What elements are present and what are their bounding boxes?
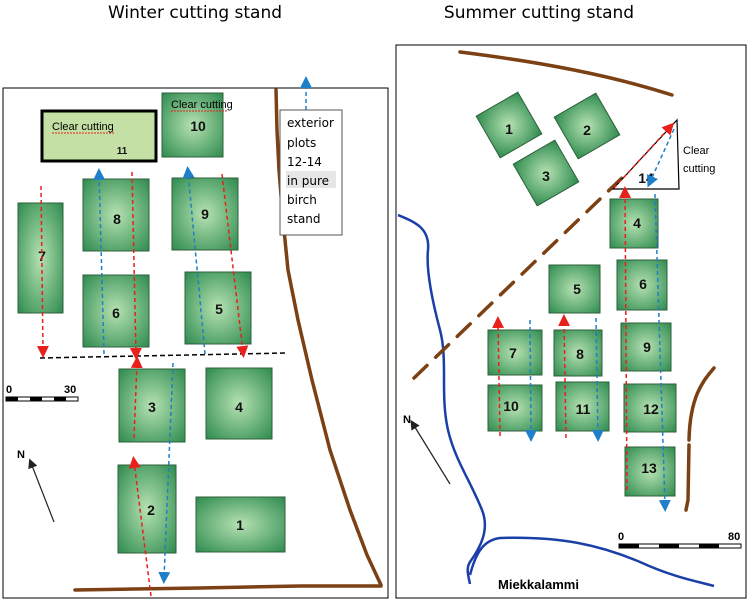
winter-strip-road-line	[39, 352, 287, 359]
winter-red-arrow	[130, 356, 143, 439]
winter-blue-arrow	[93, 168, 106, 355]
summer-plot-number: 6	[639, 276, 647, 292]
summer-road-east-2	[687, 366, 716, 442]
winter-scale-end: 30	[64, 384, 76, 396]
summer-plot-2	[553, 92, 621, 160]
winter-plot-number: 11	[117, 146, 128, 157]
winter-plot-7	[17, 202, 64, 314]
summer-blue-arrow	[591, 317, 604, 442]
winter-plot-5	[184, 271, 252, 345]
winter-exterior-line: exterior	[287, 116, 334, 130]
summer-north-arrow	[410, 419, 451, 485]
summer-plot-number: 2	[583, 122, 591, 138]
winter-north-label: N	[17, 449, 25, 461]
winter-red-arrow	[128, 456, 152, 597]
winter-exterior-line: stand	[287, 212, 321, 226]
summer-red-arrow	[619, 186, 632, 491]
winter-exterior-line: 12-14	[287, 155, 322, 169]
winter-panel: Clear cutting Clear cutting 1 2 3 4 5 6 …	[2, 76, 389, 599]
summer-blue-arrow	[654, 193, 671, 512]
winter-blue-arrow	[158, 362, 174, 584]
winter-blue-arrow	[182, 166, 206, 355]
summer-plot-9	[620, 322, 672, 372]
winter-plot-number: 5	[215, 301, 223, 317]
summer-scale-end: 80	[728, 531, 740, 543]
winter-plot-number: 1	[236, 517, 244, 533]
winter-plot-10	[161, 92, 224, 158]
summer-plot-number: 11	[576, 401, 591, 417]
summer-plot-13	[624, 446, 676, 497]
summer-clear-cutting-label: Clear	[683, 145, 710, 157]
summer-plot-3	[512, 139, 580, 207]
winter-red-arrow	[129, 171, 142, 360]
winter-north-arrow	[28, 458, 55, 523]
winter-scale-bar	[5, 396, 79, 402]
summer-plot-number: 9	[643, 339, 651, 355]
summer-river	[397, 213, 487, 585]
winter-plot-number: 2	[147, 502, 155, 518]
summer-lake-label: Miekkalammi	[498, 577, 579, 592]
summer-plot-10	[487, 384, 543, 432]
winter-plot-number: 4	[235, 399, 243, 415]
winter-exterior-line: birch	[287, 193, 317, 207]
winter-plot-4	[205, 367, 273, 440]
winter-plot-8	[82, 178, 150, 252]
winter-plot-3	[118, 368, 186, 443]
summer-plot-4	[609, 198, 659, 249]
summer-plot-number: 14	[638, 170, 654, 186]
winter-plot-6	[82, 274, 150, 348]
winter-road-south	[73, 584, 383, 592]
winter-plot-number: 10	[190, 118, 206, 134]
summer-plot-number: 4	[633, 215, 641, 231]
summer-blue-arrow	[524, 319, 537, 442]
summer-scale-bar	[618, 543, 742, 549]
winter-clear-cutting-label: Clear cutting	[52, 121, 114, 133]
summer-blue-arrow	[647, 128, 675, 188]
winter-exterior-line: plots	[287, 136, 316, 150]
winter-plot-10-clear-cutting-label: Clear cutting	[171, 99, 233, 111]
summer-plot-number: 8	[576, 346, 584, 362]
winter-plot-number: 8	[113, 211, 121, 227]
summer-title: Summer cutting stand	[444, 3, 634, 23]
winter-plot-1	[195, 496, 286, 553]
winter-plot-9	[171, 177, 239, 251]
summer-red-arrow	[492, 316, 505, 437]
summer-scale-start: 0	[618, 531, 624, 543]
summer-plot-number: 1	[505, 121, 513, 137]
summer-plot-12	[623, 383, 677, 433]
winter-red-arrow	[221, 173, 249, 358]
winter-road-east	[274, 88, 383, 587]
summer-plot-1	[475, 91, 543, 159]
winter-plot-number: 3	[148, 399, 156, 415]
summer-road-dashed	[412, 173, 627, 380]
summer-plot-8	[553, 329, 603, 377]
winter-plot-number: 9	[201, 206, 209, 222]
summer-road-east	[684, 443, 691, 512]
summer-plot-number: 3	[542, 168, 550, 184]
summer-red-arrow	[558, 314, 571, 439]
summer-plot-5	[548, 264, 601, 314]
summer-plot-number: 7	[509, 345, 517, 361]
summer-river-outlet	[468, 536, 715, 588]
summer-panel: Clear cutting 1 2 3 4 5 6 7 8 9 10 11 12…	[395, 44, 747, 599]
winter-clear-cutting-area	[40, 109, 158, 163]
winter-exterior-line: in pure	[287, 174, 329, 188]
summer-plot-number: 13	[641, 460, 657, 476]
summer-plot-number: 10	[503, 398, 519, 414]
winter-scale-start: 0	[6, 384, 12, 396]
summer-road-north	[458, 50, 674, 97]
summer-north-label: N	[403, 414, 411, 426]
summer-clear-cutting-label: cutting	[683, 163, 715, 175]
winter-title: Winter cutting stand	[108, 3, 282, 23]
summer-plot-number: 12	[643, 401, 659, 417]
winter-exterior-highlight	[286, 171, 336, 188]
summer-plot-7	[487, 329, 543, 376]
summer-plot-number: 5	[573, 281, 581, 297]
winter-plot-number: 6	[112, 305, 120, 321]
